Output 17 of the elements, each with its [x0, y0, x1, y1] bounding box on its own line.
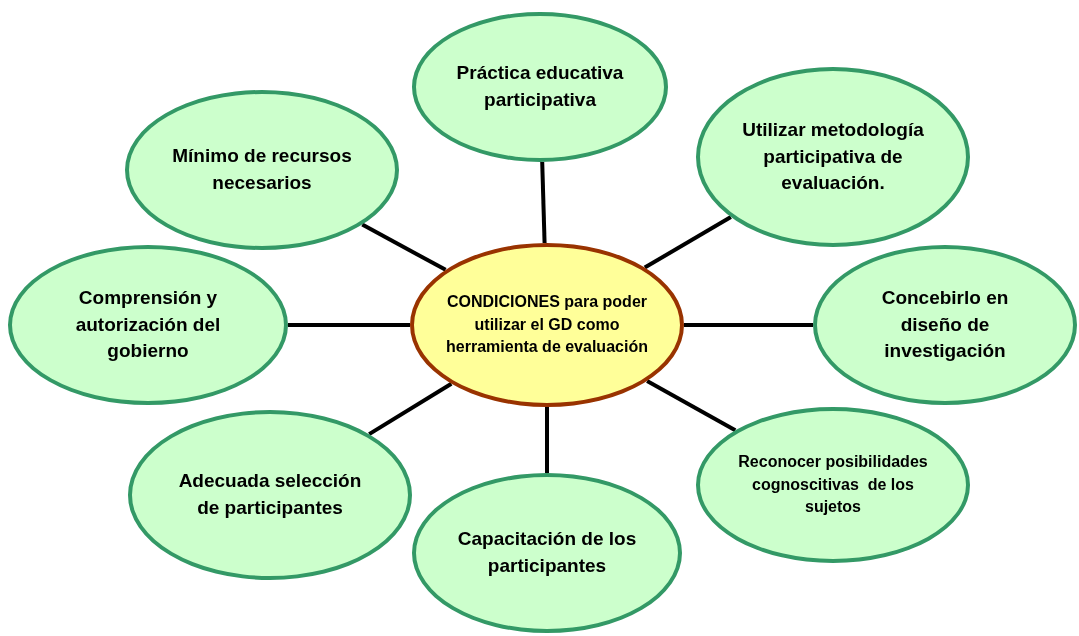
connector-line [361, 222, 447, 272]
connector-line [540, 161, 547, 244]
node-label: Mínimo de recursos necesarios [171, 144, 353, 195]
connector-line [643, 215, 732, 270]
connector-line [368, 382, 453, 436]
node-label: Reconocer posibilidades cognoscitivas de los sujetos [738, 452, 928, 518]
node-label: Comprensión y autorización del gobierno [74, 286, 222, 364]
node-label: Capacitación de los participantes [456, 527, 638, 578]
connector-line [288, 323, 410, 327]
node-label: Concebirlo en diseño de investigación [880, 286, 1010, 364]
node-label: Adecuada selección de participantes [177, 469, 363, 520]
connector-line [684, 323, 813, 327]
node-label: CONDICIONES para poder utilizar el GD como herramienta de evaluación [445, 292, 649, 358]
node-label: Utilizar metodología participativa de evaluación. [741, 118, 925, 196]
connector-line [646, 379, 737, 433]
connector-line [545, 407, 549, 473]
node-label: Práctica educativa participativa [455, 61, 625, 112]
